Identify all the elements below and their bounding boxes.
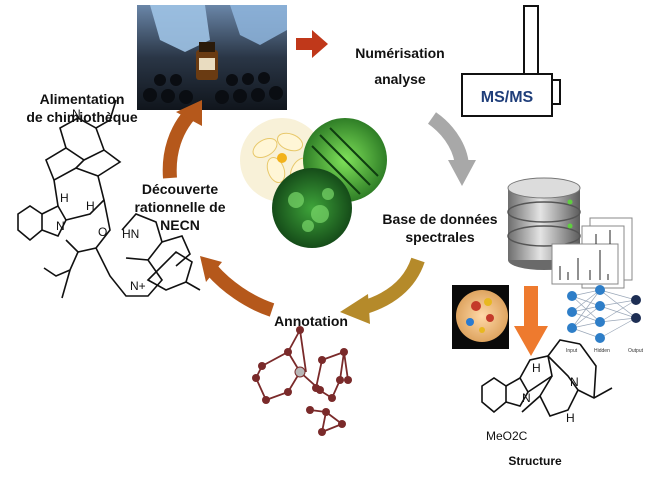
atom-n-left: N bbox=[56, 219, 65, 233]
arrow-brown-top-left bbox=[162, 100, 202, 179]
molecular-network bbox=[252, 326, 352, 436]
natural-sources-image bbox=[240, 118, 387, 248]
arrow-olive-bottom bbox=[340, 257, 425, 324]
neural-network-diagram: Input Hidden Output bbox=[566, 285, 644, 354]
ai-brain-image bbox=[452, 285, 509, 349]
atom-hn: HN bbox=[122, 227, 139, 241]
step-numerisation-line2: analyse bbox=[374, 71, 426, 87]
arrow-red-top bbox=[296, 30, 328, 58]
step-alimentation-line2: de chimiothèque bbox=[26, 109, 138, 125]
right-atom-h-2: H bbox=[566, 411, 575, 425]
atom-n-plus: N+ bbox=[130, 279, 146, 293]
alkaloid-structure-right bbox=[481, 339, 613, 417]
nn-input-label: Input bbox=[566, 348, 578, 354]
arrow-brown-bottom-left bbox=[200, 256, 275, 317]
right-atom-n: N bbox=[570, 375, 579, 389]
nn-output-label: Output bbox=[628, 348, 644, 354]
arrow-orange-down bbox=[514, 286, 548, 356]
right-atom-n-2: N bbox=[522, 391, 531, 405]
atom-o: O bbox=[98, 225, 107, 239]
right-ester-label: MeO2C bbox=[486, 429, 528, 443]
ms-ms-label: MS/MS bbox=[481, 89, 534, 106]
right-atom-h: H bbox=[532, 361, 541, 375]
step-base-line1: Base de données bbox=[382, 211, 498, 227]
vial-photo bbox=[137, 5, 287, 110]
step-decouverte-line3: NECN bbox=[160, 217, 200, 233]
arrow-gray-right bbox=[427, 112, 476, 186]
atom-h-1: H bbox=[60, 191, 69, 205]
spectra-icon bbox=[551, 217, 633, 289]
ms-instrument: MS/MS bbox=[461, 5, 561, 117]
step-base-line2: spectrales bbox=[405, 229, 475, 245]
atom-n-top: N bbox=[72, 107, 81, 121]
structure-right-labels: H N N H MeO2C bbox=[486, 361, 579, 443]
atom-h-2: H bbox=[86, 199, 95, 213]
step-annotation: Annotation bbox=[274, 313, 348, 329]
structure-caption: Structure bbox=[508, 454, 562, 468]
alkaloid-left-atom-labels: N H H N O HN N+ bbox=[56, 107, 146, 293]
step-decouverte-line1: Découverte bbox=[141, 181, 219, 197]
step-alimentation-line1: Alimentation bbox=[39, 91, 125, 107]
step-decouverte-line2: rationnelle de bbox=[134, 199, 226, 215]
nn-hidden-label: Hidden bbox=[594, 348, 610, 354]
step-numerisation-line1: Numérisation bbox=[355, 45, 445, 61]
alkaloid-structure-left bbox=[17, 99, 201, 299]
